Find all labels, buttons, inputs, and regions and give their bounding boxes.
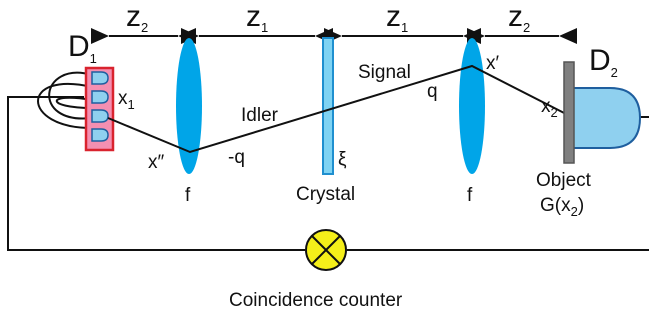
z2-right-label: z2 xyxy=(508,0,530,35)
signal-momentum-label: q xyxy=(427,81,438,102)
crystal xyxy=(322,37,334,175)
coincidence-counter-label: Coincidence counter xyxy=(229,290,403,311)
z1-left-label: z1 xyxy=(246,0,268,35)
lens-left-focal-label: f xyxy=(185,185,191,206)
detector1-array xyxy=(84,66,115,152)
detector1-position-label: x1 xyxy=(118,88,135,112)
crystal-coordinate-label: ξ xyxy=(338,149,347,170)
detector1-pixel-1 xyxy=(91,71,109,85)
idler-momentum-label: -q xyxy=(228,147,245,168)
object-mask xyxy=(563,61,575,164)
detector1-pixel-4 xyxy=(91,128,109,142)
detector1-pixel-2 xyxy=(91,90,109,104)
detector2-label: D2 xyxy=(589,44,618,80)
detector2 xyxy=(571,87,642,149)
detector2-position-label: x2 xyxy=(541,96,558,120)
coincidence-counter xyxy=(305,229,347,271)
lens-left xyxy=(176,38,202,174)
object-label: Object xyxy=(536,170,592,191)
z2-left-label: z2 xyxy=(126,0,148,35)
ray-path xyxy=(107,64,573,154)
detector1-pixel-3 xyxy=(91,109,109,123)
lens-right-plane-label: x′ xyxy=(486,53,500,74)
lens-left-plane-label: x″ xyxy=(148,152,165,173)
coincidence-wiring xyxy=(7,71,649,251)
z1-right-label: z1 xyxy=(386,0,408,35)
object-function-label: G(x2) xyxy=(540,195,584,219)
lens-right xyxy=(459,38,485,174)
signal-label: Signal xyxy=(358,62,411,83)
idler-label: Idler xyxy=(241,105,279,126)
crystal-label: Crystal xyxy=(296,184,355,205)
lens-right-focal-label: f xyxy=(467,185,473,206)
detector1-label: D1 xyxy=(68,30,97,66)
